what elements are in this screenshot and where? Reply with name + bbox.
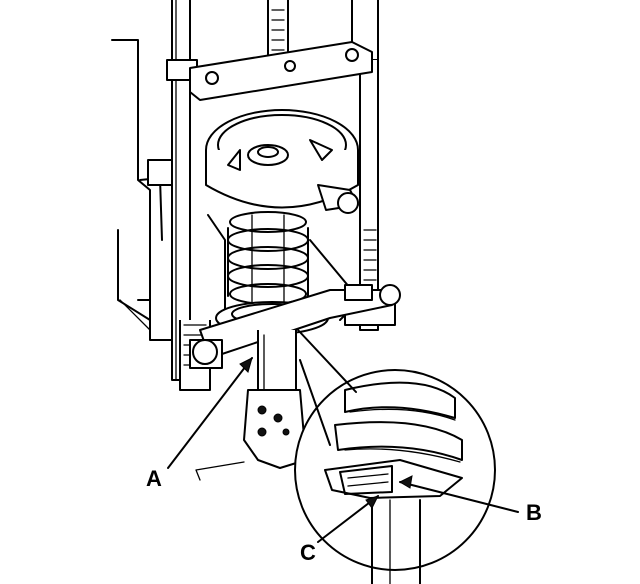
strut-body [195,330,307,481]
top-crossbar [189,41,373,101]
magnifier-leaders [297,329,357,446]
callout-leader-c [317,495,379,543]
callout-leader-a [167,357,253,469]
callout-label-b: B [526,500,542,525]
compressor-back-frame [111,39,361,341]
callout-leader-b [398,475,519,513]
coil-spring [227,211,309,306]
upper-spring-seat [147,109,359,214]
callout-label-c: C [300,540,316,565]
callout-label-a: A [146,466,162,491]
detail-magnifier [294,369,496,584]
lower-crossbar [189,284,401,369]
center-guide-rod [267,0,289,61]
